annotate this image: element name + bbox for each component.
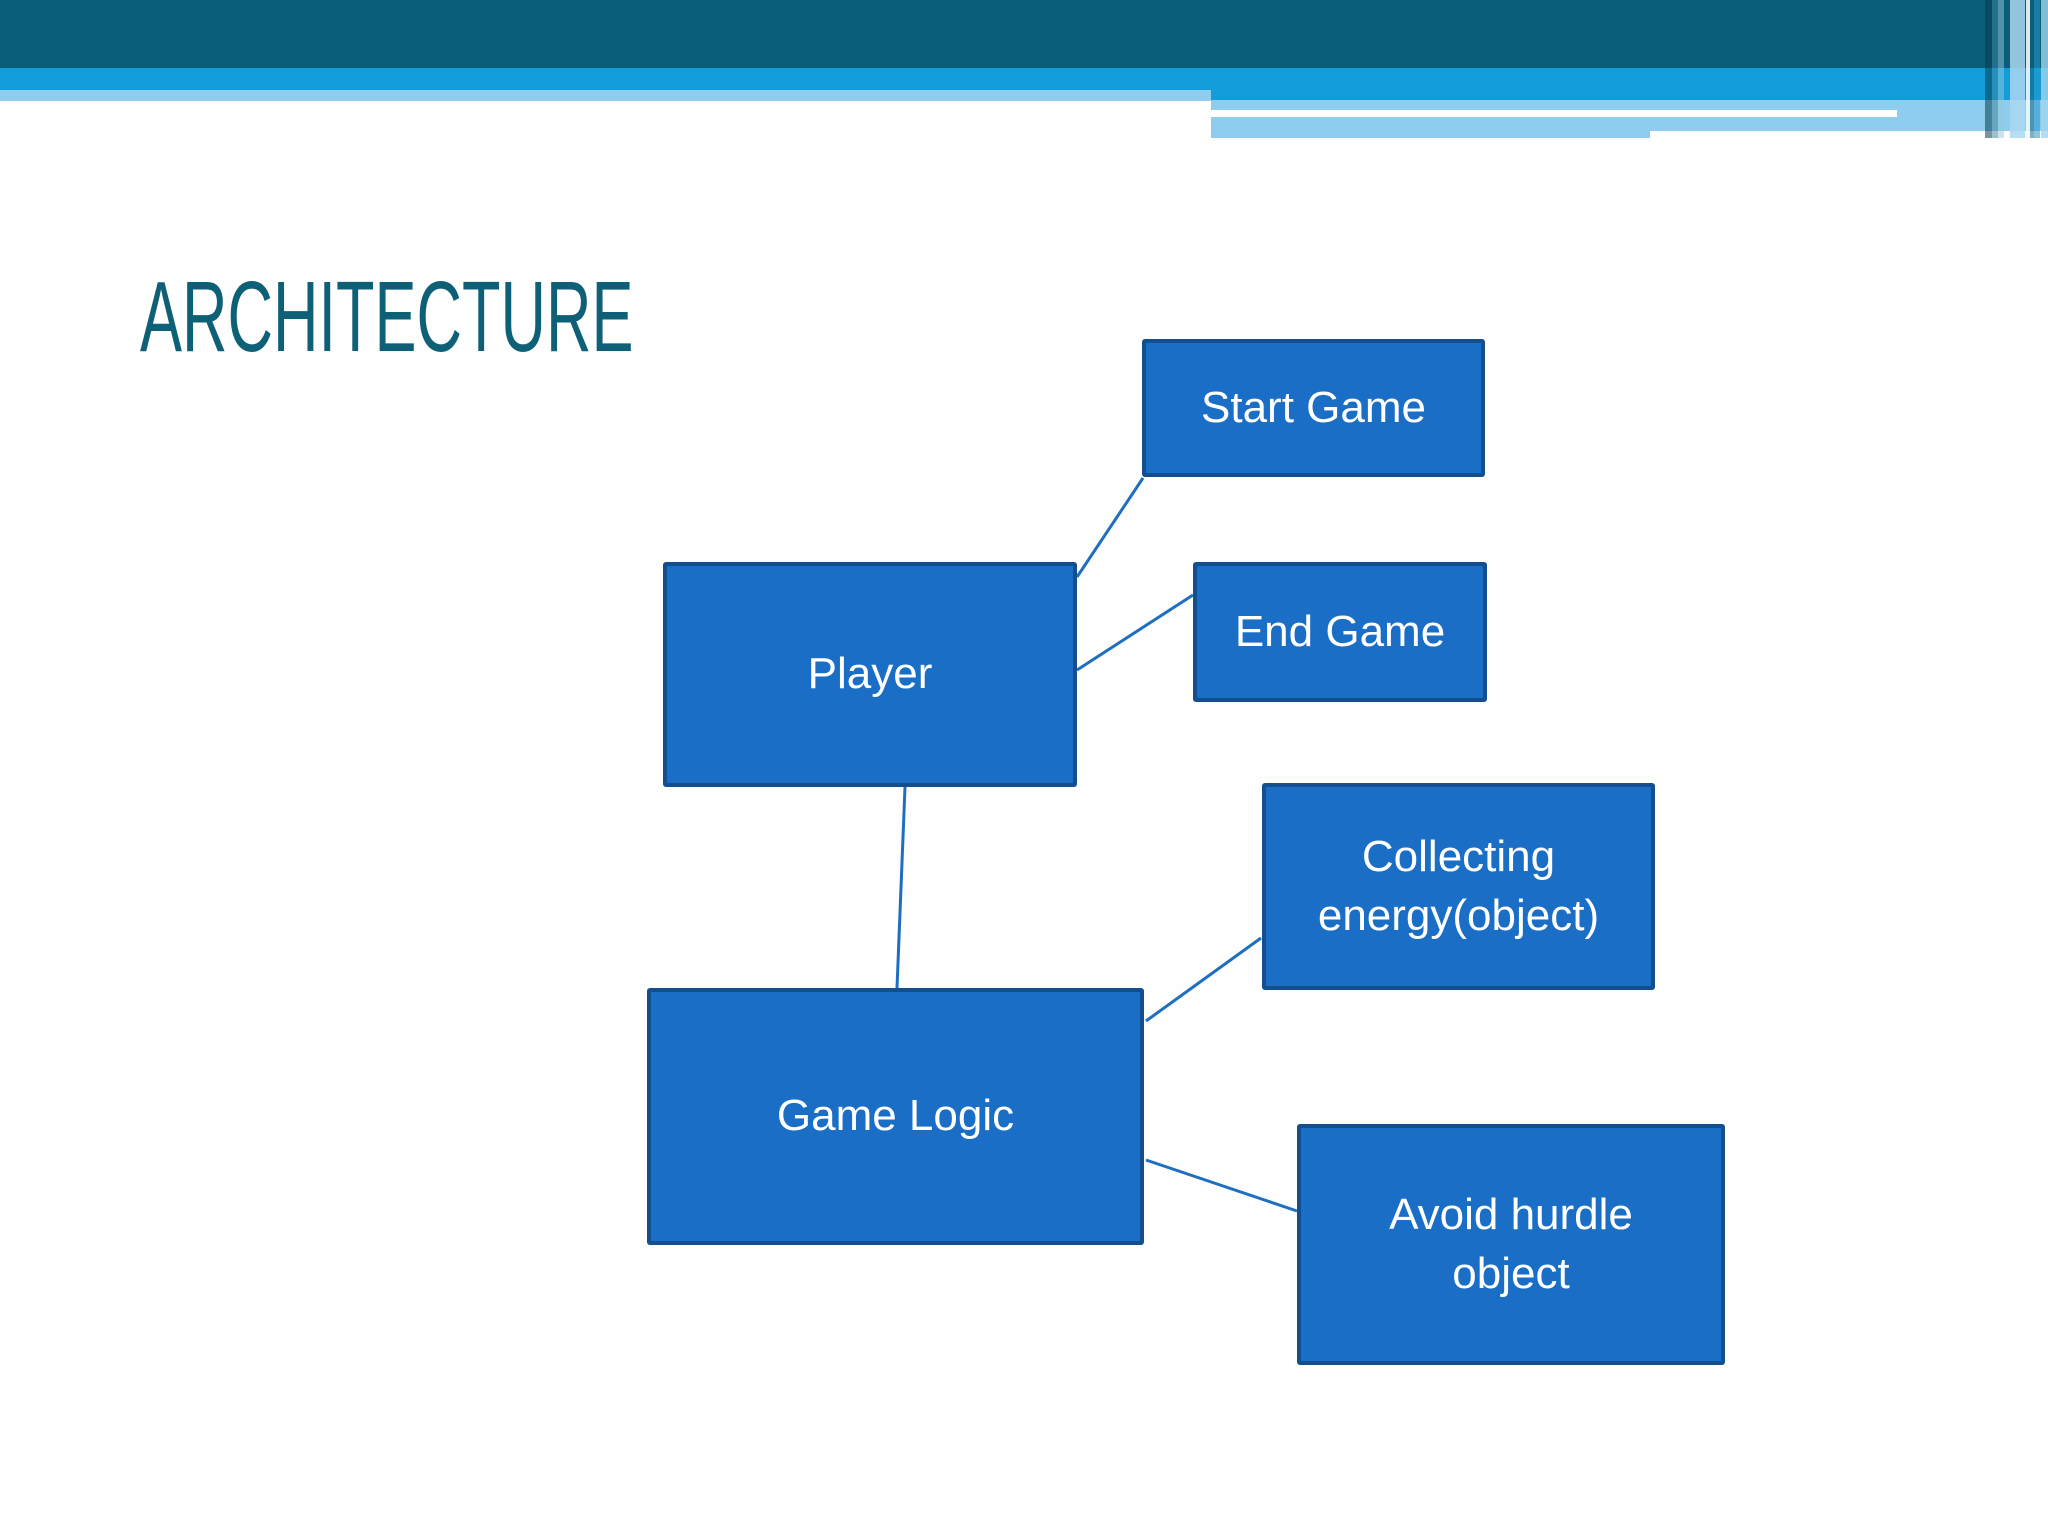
node-start-game: Start Game bbox=[1142, 339, 1485, 477]
banner-teal-bar bbox=[0, 0, 2048, 68]
node-avoid-hurdle-label: Avoid hurdle object bbox=[1389, 1190, 1633, 1298]
banner-lightblue-bar-left bbox=[0, 90, 1211, 101]
connector-game-logic-collecting-energy bbox=[1145, 936, 1262, 1023]
banner-lightblue-bar-right-edge bbox=[1897, 110, 2048, 117]
node-player-label: Player bbox=[807, 649, 933, 699]
node-game-logic-label: Game Logic bbox=[776, 1091, 1015, 1141]
connector-player-game-logic bbox=[895, 786, 907, 989]
node-avoid-hurdle: Avoid hurdle object bbox=[1297, 1124, 1725, 1365]
node-end-game-label: End Game bbox=[1234, 606, 1446, 656]
banner-white-notch bbox=[1650, 131, 2048, 139]
banner-lightblue-bar-right-upper bbox=[1211, 100, 2048, 110]
node-end-game: End Game bbox=[1193, 562, 1487, 702]
page-title: ARCHITECTURE bbox=[140, 261, 634, 373]
node-start-game-label: Start Game bbox=[1201, 382, 1426, 432]
banner-blue-bar-right bbox=[1211, 90, 2048, 100]
node-collecting-energy-label: Collecting energy(object) bbox=[1317, 832, 1600, 940]
banner-blue-bar bbox=[0, 68, 2048, 90]
connector-player-start-game bbox=[1075, 477, 1145, 578]
node-game-logic: Game Logic bbox=[647, 988, 1144, 1245]
node-collecting-energy: Collecting energy(object) bbox=[1262, 783, 1655, 990]
banner-vertical-stripes bbox=[0, 0, 2048, 138]
node-player: Player bbox=[663, 562, 1077, 787]
connector-player-end-game bbox=[1076, 593, 1194, 672]
connector-game-logic-avoid-hurdle bbox=[1145, 1158, 1298, 1213]
